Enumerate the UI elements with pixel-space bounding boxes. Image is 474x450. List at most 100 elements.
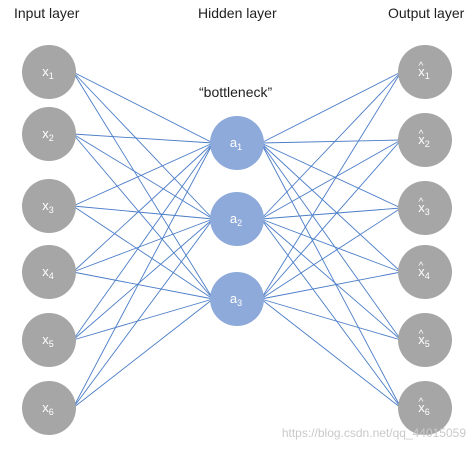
output-node-xhat4-label-subscript: 4 bbox=[425, 271, 430, 281]
output-node-xhat1-circle bbox=[398, 45, 452, 99]
output-node-xhat2-hat: ^ bbox=[419, 129, 424, 140]
edge-a3-xhat2 bbox=[260, 139, 402, 300]
output-layer-title: Output layer bbox=[388, 5, 465, 21]
input-node-x1-label: x1 bbox=[42, 64, 54, 81]
input-node-x4-circle bbox=[22, 245, 76, 299]
hidden-node-a1: a1 bbox=[210, 116, 264, 170]
input-node-x6-circle bbox=[22, 381, 76, 435]
output-node-xhat5-label-subscript: 5 bbox=[425, 339, 430, 349]
edge-a2-xhat4 bbox=[260, 218, 402, 273]
hidden-node-a3-circle bbox=[210, 272, 264, 326]
input-node-x4-label-subscript: 4 bbox=[49, 271, 54, 281]
input-node-x5: x5 bbox=[22, 313, 76, 367]
edge-x2-a3 bbox=[72, 133, 214, 300]
hidden-node-a2: a2 bbox=[210, 192, 264, 246]
output-node-xhat5: x5^ bbox=[398, 313, 452, 367]
hidden-node-a2-label: a2 bbox=[230, 211, 242, 228]
input-node-x5-label-base: x bbox=[42, 332, 49, 347]
output-node-xhat2-label-subscript: 2 bbox=[425, 139, 430, 149]
output-node-xhat5-label: x5 bbox=[418, 332, 430, 349]
edge-a2-xhat1 bbox=[260, 71, 402, 220]
output-node-xhat1-label-subscript: 1 bbox=[425, 71, 430, 81]
output-node-xhat6-label-base: x bbox=[418, 400, 425, 415]
input-node-x4-label-base: x bbox=[42, 264, 49, 279]
output-node-xhat3-label: x3 bbox=[418, 200, 430, 217]
output-node-xhat5-hat: ^ bbox=[419, 329, 424, 340]
input-layer-title: Input layer bbox=[14, 5, 80, 21]
edge-x1-a2 bbox=[72, 71, 214, 220]
input-node-x3-label: x3 bbox=[42, 198, 54, 215]
hidden-node-a3-label-subscript: 3 bbox=[237, 298, 242, 308]
edge-a1-xhat1 bbox=[260, 71, 402, 144]
input-node-x2-circle bbox=[22, 107, 76, 161]
edge-a1-xhat3 bbox=[260, 142, 402, 209]
edge-a3-xhat5 bbox=[260, 298, 402, 341]
input-node-x5-label-subscript: 5 bbox=[49, 339, 54, 349]
hidden-node-a3: a3 bbox=[210, 272, 264, 326]
input-node-x6: x6 bbox=[22, 381, 76, 435]
input-node-x6-label-base: x bbox=[42, 400, 49, 415]
edge-x4-a3 bbox=[72, 271, 214, 300]
edge-a2-xhat6 bbox=[260, 218, 402, 409]
edge-a1-xhat6 bbox=[260, 142, 402, 409]
edge-x5-a1 bbox=[72, 142, 214, 341]
edge-x3-a1 bbox=[72, 142, 214, 207]
input-node-x3: x3 bbox=[22, 179, 76, 233]
edge-a2-xhat2 bbox=[260, 139, 402, 220]
edge-x4-a2 bbox=[72, 218, 214, 273]
edge-x4-a1 bbox=[72, 142, 214, 273]
edge-x1-a1 bbox=[72, 71, 214, 144]
output-node-xhat2-label: x2 bbox=[418, 132, 430, 149]
input-node-x6-label: x6 bbox=[42, 400, 54, 417]
watermark: https://blog.csdn.net/qq_44015059 bbox=[281, 426, 466, 440]
input-node-x3-label-subscript: 3 bbox=[49, 205, 54, 215]
output-node-xhat6-label: x6 bbox=[418, 400, 430, 417]
input-node-x5-label: x5 bbox=[42, 332, 54, 349]
bottleneck-annotation: “bottleneck” bbox=[199, 84, 273, 100]
edge-x5-a3 bbox=[72, 298, 214, 341]
output-node-xhat3-label-subscript: 3 bbox=[425, 207, 430, 217]
hidden-node-a3-label-base: a bbox=[230, 291, 238, 306]
edge-a1-xhat4 bbox=[260, 142, 402, 273]
output-node-xhat2-circle bbox=[398, 113, 452, 167]
edge-a2-xhat5 bbox=[260, 218, 402, 341]
edge-a3-xhat1 bbox=[260, 71, 402, 300]
edge-x1-a3 bbox=[72, 71, 214, 300]
input-node-x2-label-base: x bbox=[42, 126, 49, 141]
output-node-xhat1-label: x1 bbox=[418, 64, 430, 81]
output-node-xhat4-label-base: x bbox=[418, 264, 425, 279]
hidden-node-a2-label-subscript: 2 bbox=[237, 218, 242, 228]
input-node-x4-label: x4 bbox=[42, 264, 54, 281]
input-node-x2-label: x2 bbox=[42, 126, 54, 143]
input-node-x1-circle bbox=[22, 45, 76, 99]
input-node-x1-label-base: x bbox=[42, 64, 49, 79]
output-node-xhat4-circle bbox=[398, 245, 452, 299]
output-node-xhat2-label-base: x bbox=[418, 132, 425, 147]
input-node-x3-circle bbox=[22, 179, 76, 233]
edge-x5-a2 bbox=[72, 218, 214, 341]
hidden-node-a2-label-base: a bbox=[230, 211, 238, 226]
edge-x6-a2 bbox=[72, 218, 214, 409]
edge-x2-a2 bbox=[72, 133, 214, 220]
edge-x6-a1 bbox=[72, 142, 214, 409]
output-node-xhat6-label-subscript: 6 bbox=[425, 407, 430, 417]
hidden-node-a1-circle bbox=[210, 116, 264, 170]
input-node-x2: x2 bbox=[22, 107, 76, 161]
input-node-x5-circle bbox=[22, 313, 76, 367]
output-node-xhat1-hat: ^ bbox=[419, 61, 424, 72]
output-node-xhat6-hat: ^ bbox=[419, 397, 424, 408]
input-node-x1-label-subscript: 1 bbox=[49, 71, 54, 81]
edge-a1-xhat5 bbox=[260, 142, 402, 341]
hidden-node-a1-label-base: a bbox=[230, 135, 238, 150]
input-node-x4: x4 bbox=[22, 245, 76, 299]
edge-x2-a1 bbox=[72, 133, 214, 144]
input-node-x3-label-base: x bbox=[42, 198, 49, 213]
output-node-xhat5-circle bbox=[398, 313, 452, 367]
edge-a3-xhat6 bbox=[260, 298, 402, 409]
output-node-xhat4-hat: ^ bbox=[419, 261, 424, 272]
output-node-xhat3-hat: ^ bbox=[419, 197, 424, 208]
hidden-layer-title: Hidden layer bbox=[198, 5, 277, 21]
edge-x6-a3 bbox=[72, 298, 214, 409]
